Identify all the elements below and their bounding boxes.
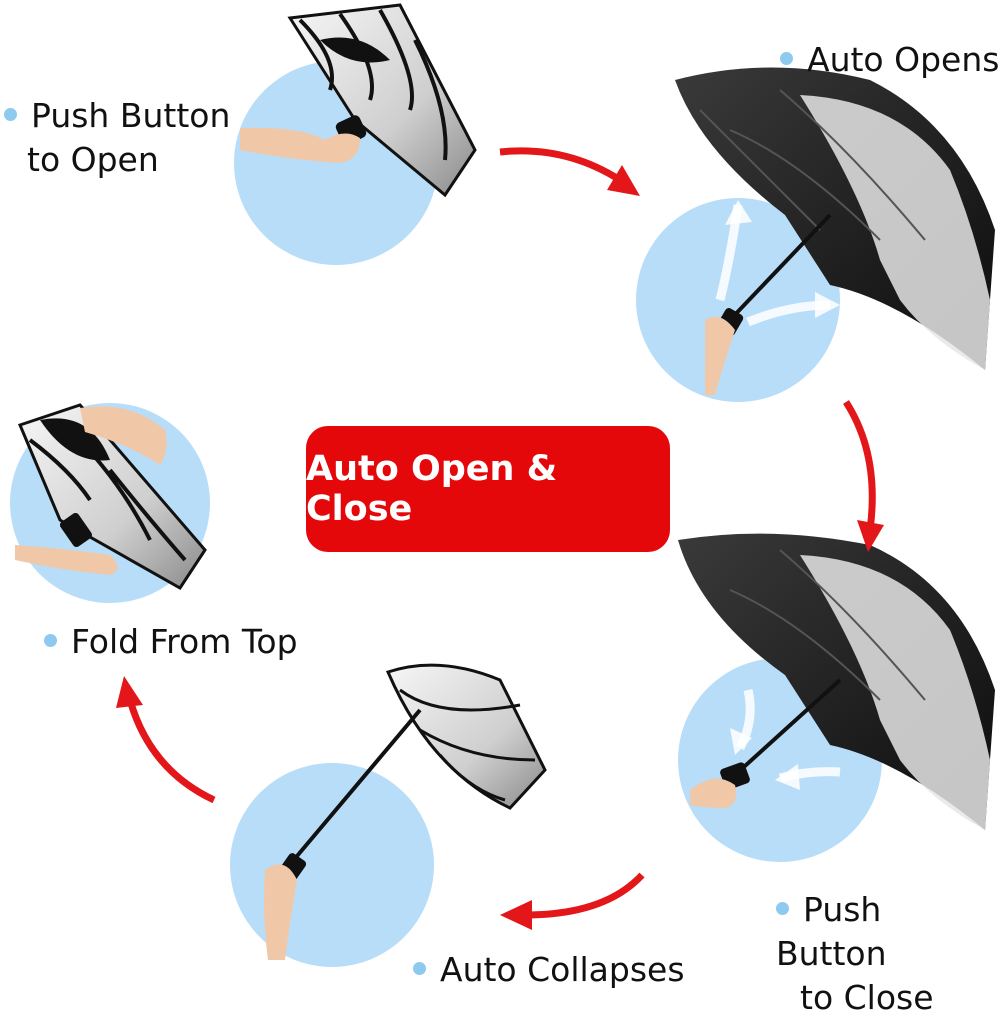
bullet-icon (776, 902, 789, 915)
step-4-label: Auto Collapses (413, 948, 685, 992)
process-arrows (116, 147, 884, 930)
bullet-icon (4, 108, 17, 121)
open-umbrella-icon (675, 67, 995, 370)
bullet-icon (413, 962, 426, 975)
hand-icon (15, 406, 167, 575)
step-2-illustration (636, 67, 995, 402)
arrow-step1-to-step2 (499, 147, 622, 183)
closed-umbrella-icon (287, 3, 477, 198)
arrow-step4-to-step5 (126, 699, 216, 804)
step-2-circle (636, 198, 840, 402)
step-5-illustration (10, 403, 210, 603)
step-3-label: Push Button to Close (776, 890, 934, 1017)
arrow-step2-to-step3 (843, 400, 876, 531)
step-2-label: Auto Opens (780, 38, 999, 82)
arrow-step3-to-step4 (524, 872, 645, 919)
step-5-label: Fold From Top (44, 620, 298, 664)
bullet-icon (780, 52, 793, 65)
step-4-circle (230, 763, 434, 967)
process-diagram (10, 3, 995, 967)
step-1-illustration (234, 3, 477, 265)
step-4-illustration (230, 663, 547, 967)
step-3-illustration (678, 533, 995, 862)
step-1-label: Push Button to Open (4, 94, 230, 182)
hand-icon (240, 115, 367, 163)
folded-umbrella-icon (17, 403, 207, 590)
collapsed-umbrella-icon (385, 663, 547, 810)
auto-open-close-badge: Auto Open & Close (306, 426, 670, 552)
bullet-icon (44, 634, 57, 647)
